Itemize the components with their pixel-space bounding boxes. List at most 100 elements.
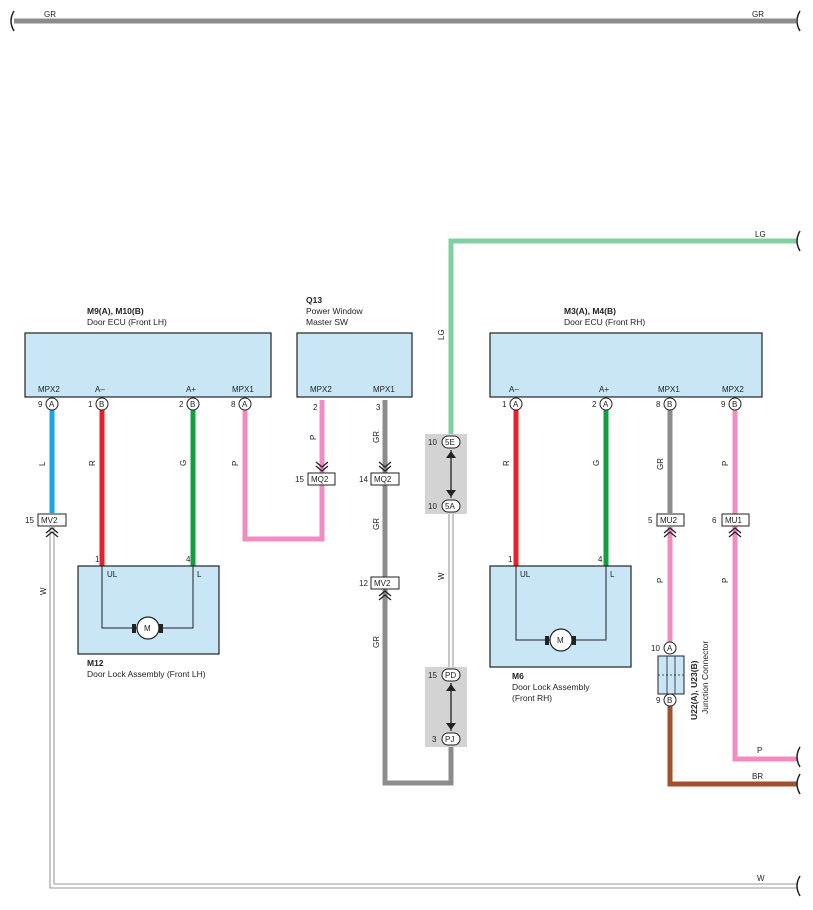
pin-circle-rh_1 <box>509 397 523 411</box>
pin-number-lh_2: 2 <box>179 400 184 409</box>
m6-name-line2: (Front RH) <box>512 693 552 703</box>
wire-label-gr-left: GR <box>44 10 56 19</box>
connector-mv2-a-label: MV2 <box>41 516 58 525</box>
wire-p-rh <box>732 410 797 762</box>
connector-pj-label: PJ <box>445 735 454 744</box>
pin-circle-j_10 <box>663 641 677 655</box>
connector-5e: 5E 10 <box>428 435 461 449</box>
m12-name: Door Lock Assembly (Front LH) <box>87 669 206 679</box>
terminal-m12-l: L <box>197 570 202 579</box>
terminal-lh-a-plus: A+ <box>186 385 196 394</box>
pin-number-lh_8: 8 <box>231 400 236 409</box>
terminal-rh-mpx1: MPX1 <box>658 385 680 394</box>
pin-number-rh_1: 1 <box>502 400 507 409</box>
wire-label-p-mu2: P <box>656 578 665 583</box>
wire-gr-top: GR GR <box>10 10 801 32</box>
m12-box <box>77 565 220 655</box>
terminal-lh-mpx2: MPX2 <box>38 385 60 394</box>
m6-code: M6 <box>512 671 524 681</box>
connector-mq2-b: MQ2 14 <box>359 461 400 486</box>
pin-number-m6_4: 4 <box>598 555 603 564</box>
pin-letter-lh_9: A <box>49 400 55 409</box>
pin-number-lh_1: 1 <box>88 400 93 409</box>
q13-code: Q13 <box>306 295 322 305</box>
wire-label-gr-q13-b: GR <box>372 518 381 530</box>
wire-label-br: BR <box>752 772 763 781</box>
connector-mq2-a-label: MQ2 <box>311 475 329 484</box>
terminal-lh-mpx1: MPX1 <box>232 385 254 394</box>
connector-mq2-b-label: MQ2 <box>374 475 392 484</box>
m12-motor-icon: M <box>132 616 163 640</box>
connector-5a: 5A 10 <box>428 499 461 513</box>
wire-label-p-mu1: P <box>721 578 730 583</box>
pin-circle-lh_2 <box>186 397 200 411</box>
pin-letter-rh_1: A <box>513 400 519 409</box>
wire-label-r-right: R <box>502 460 511 466</box>
q13-name-line1: Power Window <box>306 306 364 316</box>
wire-label-p-left: P <box>231 461 240 466</box>
door-ecu-lh-name: Door ECU (Front LH) <box>87 317 167 327</box>
door-ecu-lh-code: M9(A), M10(B) <box>87 306 144 316</box>
wire-label-w-mid: W <box>437 572 446 580</box>
pin-letter-lh_8: A <box>242 400 248 409</box>
terminal-m6-ul: UL <box>520 570 531 579</box>
pin-number-m12_1: 1 <box>95 555 100 564</box>
wire-label-p-q13: P <box>309 435 318 440</box>
wire-label-p-right-mx2: P <box>721 461 730 466</box>
wire-label-gr-right: GR <box>752 10 764 19</box>
pin-number-m12_4: 4 <box>186 555 191 564</box>
connector-mu2-pin: 5 <box>648 516 653 525</box>
pin-number-m6_1: 1 <box>508 555 513 564</box>
wire-label-lg-vertical: LG <box>437 329 446 340</box>
terminal-rh-a-minus: A– <box>509 385 519 394</box>
pin-number-rh_8: 8 <box>656 400 661 409</box>
pin-letter-rh_2: A <box>603 400 609 409</box>
connector-pj-pin: 3 <box>432 735 437 744</box>
terminal-m6-l: L <box>610 570 615 579</box>
wire-br <box>667 706 797 787</box>
q13-box <box>296 332 413 398</box>
terminal-rh-mpx2: MPX2 <box>722 385 744 394</box>
terminal-m12-ul: UL <box>107 570 118 579</box>
connector-mv2-a-pin: 15 <box>25 516 34 525</box>
connector-mv2-b-pin: 12 <box>359 579 368 588</box>
terminal-q13-mpx1: MPX1 <box>373 385 395 394</box>
connector-5e-label: 5E <box>445 438 455 447</box>
m6-name-line1: Door Lock Assembly <box>512 682 590 692</box>
wire-w-left <box>49 527 797 889</box>
wire-lg <box>448 238 797 434</box>
terminal-q13-mpx2: MPX2 <box>310 385 332 394</box>
pin-circle-lh_1 <box>95 397 109 411</box>
wire-label-p-bottom-right: P <box>757 746 762 755</box>
pin-number-q13_2: 2 <box>313 403 318 412</box>
q13-name-line2: Master SW <box>306 317 348 327</box>
pin-letter-lh_2: B <box>190 400 195 409</box>
connector-mq2-a-pin: 15 <box>295 475 304 484</box>
connector-mv2-b-label: MV2 <box>374 579 391 588</box>
connector-mu1: MU1 6 <box>712 513 750 538</box>
pin-circle-lh_8 <box>238 397 252 411</box>
connector-pd-pin: 15 <box>428 671 437 680</box>
junction-code: U22(A), U23(B) <box>689 660 699 720</box>
connector-mv2-b: MV2 12 <box>359 576 400 601</box>
wire-label-w-bottom-right: W <box>757 874 765 883</box>
connector-5e-pin: 10 <box>428 438 437 447</box>
wire-label-g-right: G <box>592 460 601 466</box>
pin-circle-j_9 <box>663 693 677 707</box>
wire-label-gr-q13-c: GR <box>372 636 381 648</box>
connector-mu1-label: MU1 <box>725 516 742 525</box>
connector-mq2-b-pin: 14 <box>359 475 368 484</box>
wire-label-lg-right: LG <box>755 230 766 239</box>
wire-label-r-left: R <box>88 460 97 466</box>
door-ecu-rh-code: M3(A), M4(B) <box>564 306 616 316</box>
pin-letter-rh_9: B <box>732 400 737 409</box>
pin-letter-j_9: B <box>667 696 672 705</box>
terminal-lh-a-minus: A– <box>95 385 105 394</box>
pin-circle-rh_2 <box>599 397 613 411</box>
wire-label-l: L <box>38 461 47 466</box>
m12-code: M12 <box>87 658 104 668</box>
connector-mv2-a: MV2 15 <box>25 513 67 538</box>
pin-letter-lh_1: B <box>99 400 104 409</box>
